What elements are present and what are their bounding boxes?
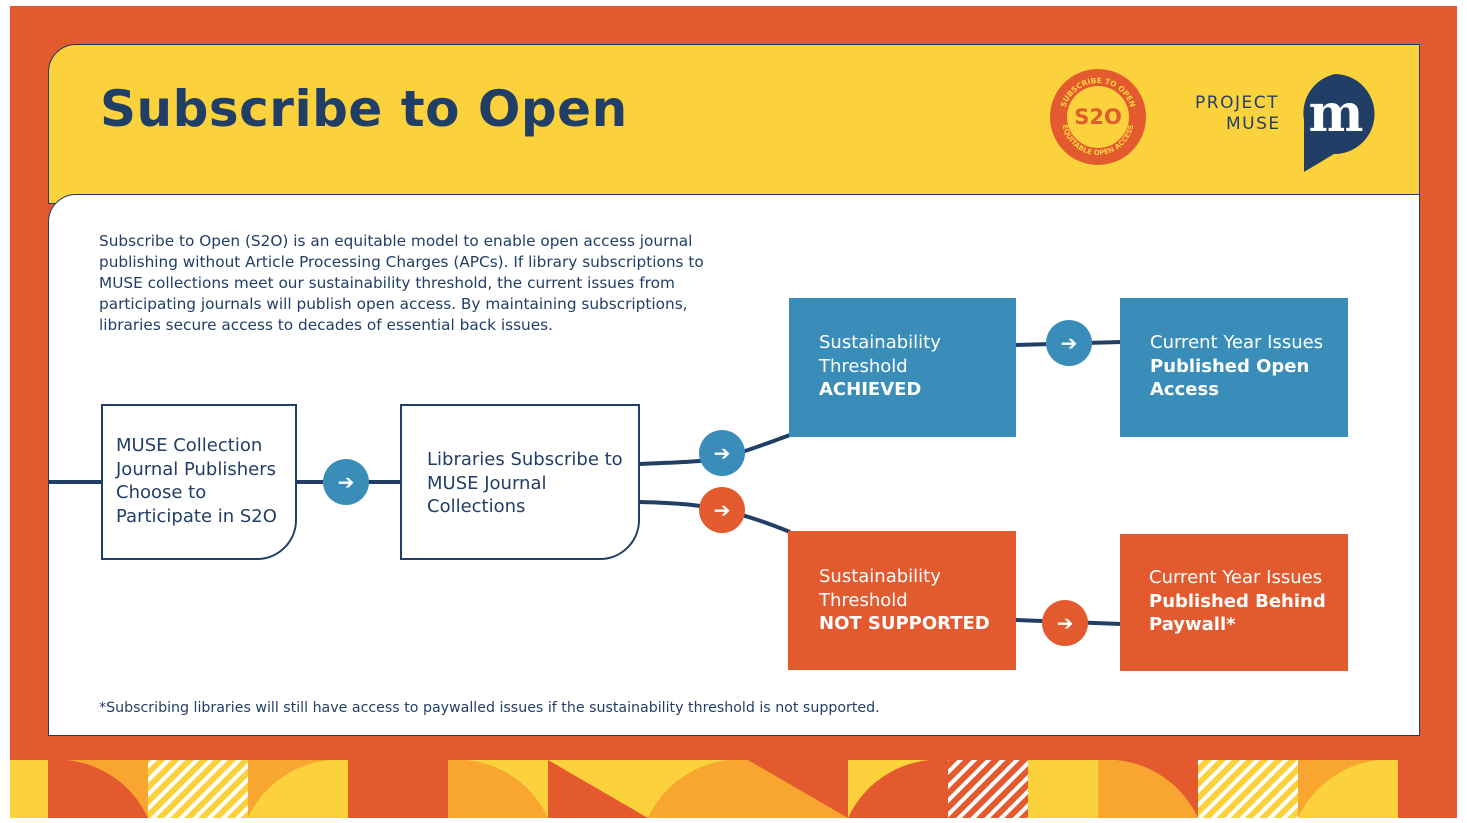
arrow-right-icon: ➔ (1046, 320, 1092, 366)
paywall-result-line2: Published Behind (1149, 590, 1326, 612)
intro-paragraph: Subscribe to Open (S2O) is an equitable … (99, 232, 704, 334)
badge-center: S2O (1067, 86, 1129, 148)
step-publishers-participate: MUSE Collection Journal Publishers Choos… (101, 404, 297, 560)
paywall-result-line3: Paywall* (1149, 614, 1236, 635)
achieved-line1: Sustainability (819, 332, 941, 353)
logo-text-line1: PROJECT (1195, 93, 1279, 113)
achieved-line2: Threshold (819, 355, 908, 377)
logo-m-letter: m (1308, 83, 1363, 144)
logo-text-line2: MUSE (1226, 114, 1281, 134)
result-open-access-box: Current Year Issues Published Open Acces… (1120, 298, 1348, 437)
open-result-line2: Published Open (1150, 355, 1310, 377)
page-title: Subscribe to Open (100, 80, 628, 138)
s2o-badge-icon: SUBSCRIBE TO OPEN EQUITABLE OPEN ACCESS … (1048, 67, 1148, 167)
muse-m-mark-icon: m (1303, 74, 1375, 172)
step-libraries-subscribe: Libraries Subscribe to MUSE Journal Coll… (400, 404, 640, 560)
step-publishers-label: MUSE Collection Journal Publishers Choos… (116, 435, 277, 527)
arrow-right-icon: ➔ (699, 487, 745, 533)
not-supported-line2: Threshold (819, 589, 908, 611)
achieved-status: ACHIEVED (819, 379, 922, 400)
result-paywall-box: Current Year Issues Published Behind Pay… (1120, 534, 1348, 671)
open-result-line1: Current Year Issues (1150, 332, 1324, 353)
open-result-line3: Access (1150, 379, 1219, 400)
threshold-not-supported-box: Sustainability Threshold NOT SUPPORTED (788, 531, 1016, 670)
not-supported-line1: Sustainability (819, 566, 941, 587)
arrow-right-icon: ➔ (699, 430, 745, 476)
header-band (48, 44, 1420, 204)
step-libraries-label: Libraries Subscribe to MUSE Journal Coll… (427, 449, 623, 517)
arrow-right-icon: ➔ (1042, 600, 1088, 646)
threshold-achieved-box: Sustainability Threshold ACHIEVED (789, 298, 1016, 437)
footnote: *Subscribing libraries will still have a… (99, 700, 880, 716)
decorative-pattern-strip (10, 760, 1457, 818)
badge-label: S2O (1074, 105, 1122, 129)
arrow-right-icon: ➔ (323, 459, 369, 505)
project-muse-logo-icon: PROJECT MUSE (1195, 93, 1281, 135)
not-supported-status: NOT SUPPORTED (819, 613, 990, 634)
paywall-result-line1: Current Year Issues (1149, 567, 1323, 588)
